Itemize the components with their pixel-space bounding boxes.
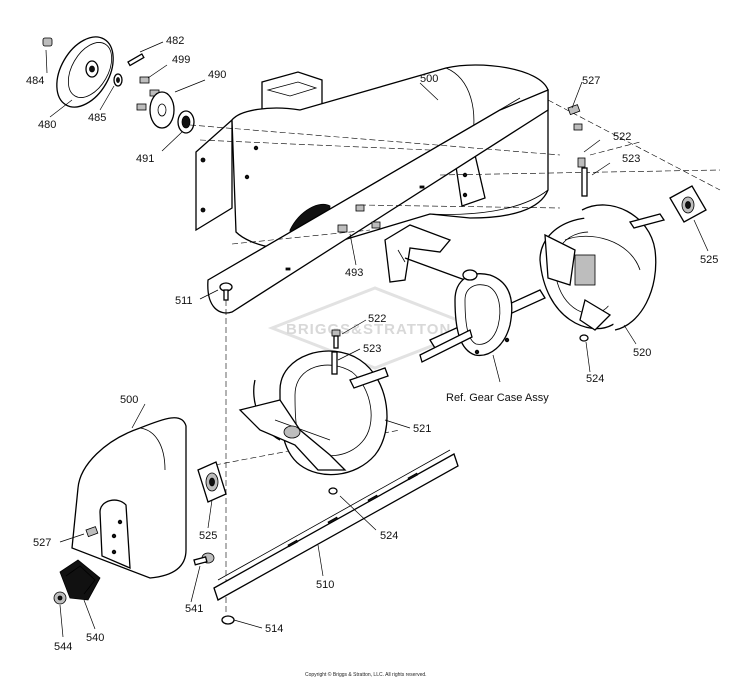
nut-544 [53,591,67,605]
callout-522-top: 522 [613,131,631,143]
callout-525-left: 525 [199,530,217,542]
callout-544: 544 [54,641,72,653]
callout-527-top: 527 [582,75,600,87]
callout-485: 485 [88,112,106,124]
auger-521 [238,350,389,476]
callout-480: 480 [38,119,56,131]
callout-491: 491 [136,153,154,165]
nut-514 [221,615,235,625]
callout-490: 490 [208,69,226,81]
bolt-522-mid [331,329,341,349]
flange-490 [149,91,175,129]
callout-524-mid: 524 [380,530,398,542]
callout-499: 499 [172,54,190,66]
gear-case-assy [384,224,513,363]
leader-lines [45,41,709,638]
bearing-525-left [197,461,227,503]
auger-520 [539,204,657,331]
bearing-525-right [669,185,707,223]
callout-527-left: 527 [33,537,51,549]
callout-540: 540 [86,632,104,644]
shear-pin-523-mid [331,351,338,375]
watermark-text: BRIGGS&STRATTON [286,321,451,338]
bolt-522-top [573,123,586,168]
callout-482: 482 [166,35,184,47]
watermark-logo: BRIGGS&STRATTON [267,286,483,370]
callout-522-mid: 522 [368,313,386,325]
bearing-491 [177,110,195,134]
assembly-centerlines [189,99,721,612]
callout-521: 521 [413,423,431,435]
pulley-480 [56,36,114,108]
callout-524-right: 524 [586,373,604,385]
housing-side-500-left [71,417,187,579]
bolt-484 [42,37,53,47]
skid-shoe-540 [59,559,101,601]
callout-525-right: 525 [700,254,718,266]
shear-pin-523-top [581,167,588,197]
callout-500-left: 500 [120,394,138,406]
callout-520: 520 [633,347,651,359]
callout-511: 511 [175,295,193,307]
bolt-527-left [85,526,99,538]
callout-484: 484 [26,75,44,87]
gear-case-reference-label: Ref. Gear Case Assy [446,392,549,404]
key-482 [127,53,145,67]
bolts-493 [337,204,381,233]
washer-485 [113,73,123,87]
callout-514: 514 [265,623,283,635]
carriage-bolt-511 [219,282,233,301]
callout-523-mid: 523 [363,343,381,355]
callout-523-top: 523 [622,153,640,165]
bolt-541 [193,552,215,566]
scraper-bar-510 [213,449,459,601]
callout-510: 510 [316,579,334,591]
callout-541: 541 [185,603,203,615]
callout-500-top: 500 [420,73,438,85]
nut-524-mid [328,487,338,495]
copyright-notice: Copyright © Briggs & Stratton, LLC. All … [305,671,427,678]
callout-493: 493 [345,267,363,279]
bolt-527-top [567,104,581,116]
frame-bar-500 [207,89,549,314]
callout-labels: 484 480 485 482 499 490 491 500 527 522 … [26,35,718,653]
nut-524-right [579,334,589,342]
